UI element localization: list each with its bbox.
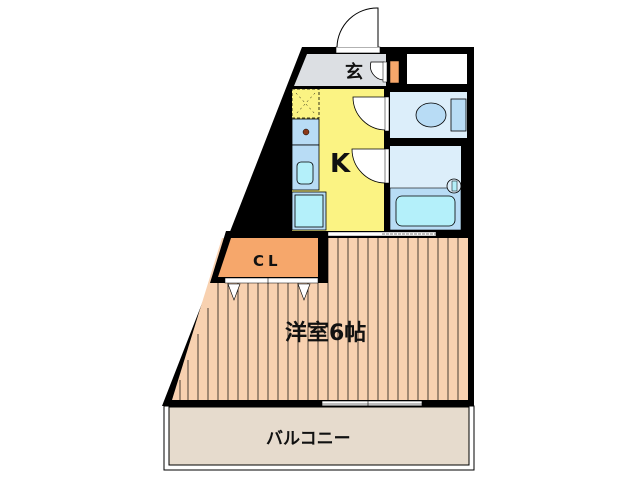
shoe-cabinet: [389, 60, 400, 84]
bathtub-icon: [395, 195, 456, 227]
entrance-door-opening: [335, 46, 381, 54]
toilet-tank-icon: [450, 98, 467, 132]
sink-basin-icon: [296, 161, 314, 185]
flooring-lines: [179, 238, 459, 400]
storage-area: [407, 54, 467, 84]
entrance-inner-door: [382, 61, 388, 83]
closet-door-swing-icon: [227, 283, 241, 301]
closet-label: CL: [253, 252, 282, 270]
entrance-door-icon: [336, 7, 379, 48]
entrance-label: 玄: [345, 61, 363, 83]
bathroom-door: [384, 148, 390, 184]
washing-machine-icon: [294, 194, 324, 228]
closet-door-swing-icon: [297, 283, 311, 301]
kitchen-label: K: [330, 149, 351, 179]
stove-burner-icon: [302, 128, 310, 136]
shower-knob: [451, 180, 458, 192]
western-room-label: 洋室6帖: [285, 320, 366, 346]
closet-door: [224, 277, 319, 284]
balcony-floor: [168, 406, 470, 466]
closet-floor: [218, 238, 318, 277]
toilet-door: [384, 96, 390, 132]
bathroom-door-icon: [351, 148, 387, 184]
toilet-door-icon: [352, 96, 387, 131]
entrance-floor: [294, 54, 386, 86]
toilet-bowl-icon: [415, 102, 447, 128]
balcony-label: バルコニー: [266, 429, 351, 449]
